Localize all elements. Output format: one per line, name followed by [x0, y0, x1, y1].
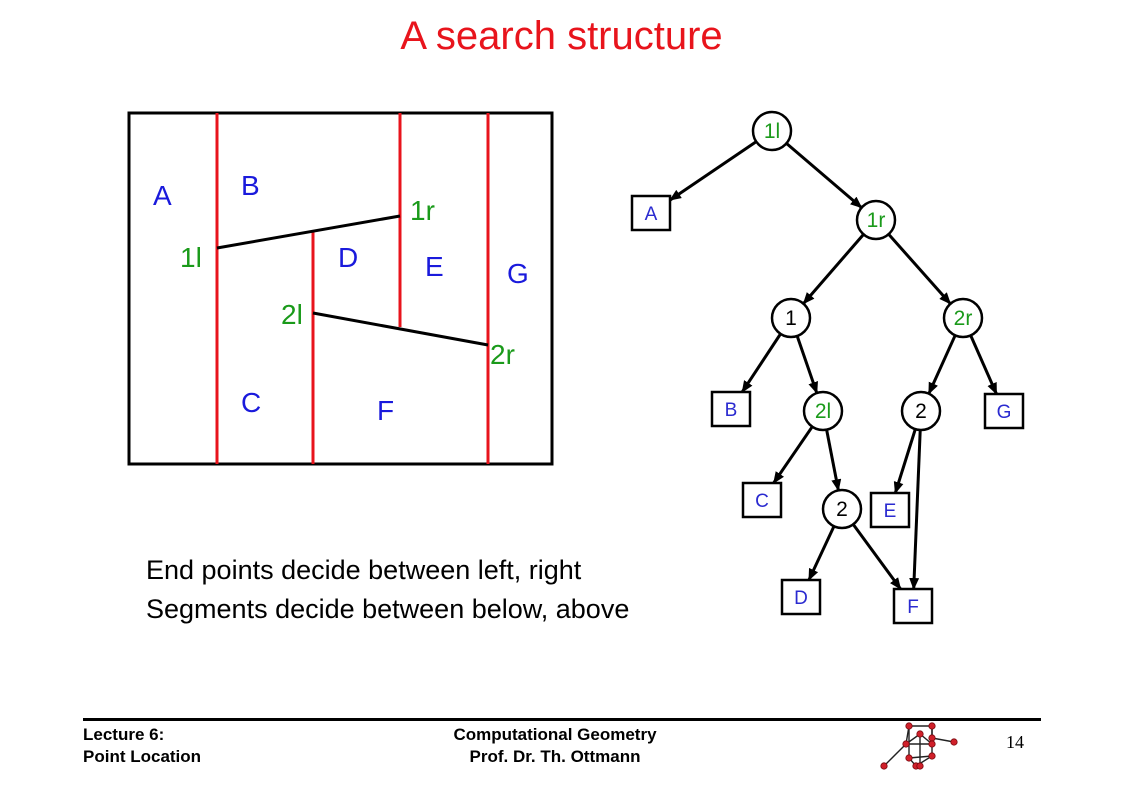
- bounding-box: [127, 111, 554, 466]
- tree-edge-n2l-n2b: [825, 429, 842, 492]
- region-label-b: B: [241, 170, 260, 201]
- tree-node-label: 1: [785, 307, 797, 330]
- tree-leaf-f: F: [892, 587, 934, 625]
- tree-edge-n1-n2l: [795, 335, 819, 394]
- tree-edge-n2l-leafC: [772, 425, 814, 484]
- node-circle: [821, 488, 863, 530]
- leaf-box: [780, 578, 822, 616]
- leaf-box: [741, 481, 783, 519]
- tree-node-n2r: 2r: [942, 297, 984, 339]
- page-title: A search structure: [400, 14, 723, 58]
- tree-edge-n1r-n1: [802, 233, 865, 305]
- tree-edge-n1l-n1r: [785, 142, 863, 209]
- tree-leaf-b: B: [710, 390, 752, 428]
- node-circle: [942, 297, 984, 339]
- tree-node-label: G: [997, 402, 1012, 423]
- tree-leaf-d: D: [780, 578, 822, 616]
- leaf-box: [892, 587, 934, 625]
- tree-edge-n2a-leafF: [909, 429, 922, 590]
- tree-edge-n2b-leafD: [807, 525, 836, 581]
- tree-node-label: 2l: [815, 400, 831, 423]
- page-number: 14: [1006, 732, 1024, 752]
- tree-leaf-a: A: [630, 194, 672, 232]
- tree-node-n2l: 2l: [802, 390, 844, 432]
- leaf-box: [630, 194, 672, 232]
- footer-lecture-topic: Point Location: [83, 747, 202, 766]
- node-graph-logo-icon: [880, 722, 958, 770]
- footer-course: Computational Geometry Prof. Dr. Th. Ott…: [390, 724, 720, 768]
- footer-lecture: Lecture 6: Point Location: [83, 724, 201, 768]
- tree-node-n1l: 1l: [751, 110, 793, 152]
- tree-edge-n2r-leafG: [969, 334, 998, 395]
- tree-node-label: 1r: [867, 209, 886, 232]
- tree-leaf-e: E: [869, 491, 911, 529]
- segment-1: [216, 214, 401, 250]
- tree-edge-n2r-n2a: [927, 334, 957, 395]
- tree-leaf-c: C: [741, 481, 783, 519]
- region-label-e: E: [425, 251, 444, 282]
- tree-edge-n1-leafB: [740, 333, 782, 393]
- endpoint-label-2r: 2r: [490, 339, 515, 370]
- node-circle: [751, 110, 793, 152]
- tree-node-label: A: [645, 204, 658, 225]
- node-circle: [770, 297, 812, 339]
- tree-edge-n1l-leafA: [669, 140, 758, 202]
- tree-node-n2a: 2: [900, 390, 942, 432]
- tree-node-label: 1l: [764, 120, 780, 143]
- tree-node-label: E: [884, 501, 897, 522]
- tree-node-n2b: 2: [821, 488, 863, 530]
- tree-edge-n2a-leafE: [893, 428, 917, 494]
- footer-lecture-number: Lecture 6:: [83, 725, 165, 744]
- caption-line-2: Segments decide between below, above: [146, 594, 630, 624]
- endpoint-label-1l: 1l: [180, 242, 202, 273]
- tree-node-n1r: 1r: [855, 199, 897, 241]
- leaf-box: [710, 390, 752, 428]
- tree-node-label: C: [755, 491, 769, 512]
- endpoint-label-2l: 2l: [281, 299, 303, 330]
- segment-2: [312, 311, 489, 347]
- tree-node-label: 2: [915, 400, 927, 423]
- node-circle: [900, 390, 942, 432]
- endpoint-label-1r: 1r: [410, 195, 435, 226]
- tree-edge-n1r-n2r: [887, 233, 952, 305]
- region-label-g: G: [507, 258, 529, 289]
- region-label-a: A: [153, 180, 172, 211]
- caption-line-1: End points decide between left, right: [146, 555, 582, 585]
- region-label-f: F: [377, 395, 394, 426]
- tree-node-label: F: [907, 597, 919, 618]
- tree-leaf-g: G: [983, 392, 1025, 430]
- tree-node-label: 2r: [954, 307, 973, 330]
- footer-course-author: Prof. Dr. Th. Ottmann: [469, 747, 641, 766]
- tree-edge-n2b-leafF: [852, 523, 902, 590]
- leaf-box: [983, 392, 1025, 430]
- tree-node-label: 2: [836, 498, 848, 521]
- node-circle: [855, 199, 897, 241]
- footer-course-title: Computational Geometry: [453, 725, 657, 744]
- region-label-c: C: [241, 387, 261, 418]
- tree-node-n1: 1: [770, 297, 812, 339]
- footer-divider: [83, 718, 1041, 721]
- tree-node-label: B: [725, 400, 738, 421]
- tree-node-label: D: [794, 588, 808, 609]
- region-label-d: D: [338, 242, 358, 273]
- node-circle: [802, 390, 844, 432]
- leaf-box: [869, 491, 911, 529]
